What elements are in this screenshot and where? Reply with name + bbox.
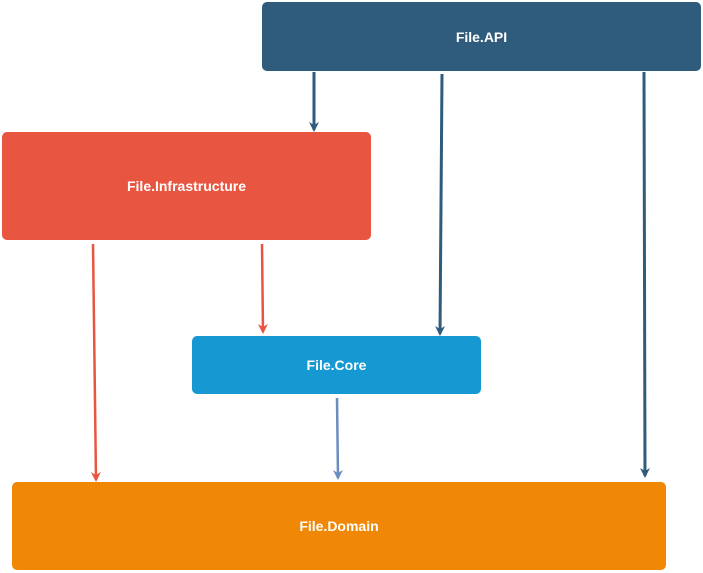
node-file-api-label: File.API xyxy=(455,28,508,45)
edge-infrastructure-to-core xyxy=(257,243,268,334)
node-file-infrastructure-label: File.Infrastructure xyxy=(126,178,247,194)
node-file-core-label: File.Core xyxy=(306,357,367,373)
edge-infrastructure-to-domain xyxy=(90,243,101,482)
node-file-domain[interactable]: File.Domain xyxy=(12,482,666,570)
edge-api-to-domain xyxy=(639,71,650,478)
node-file-domain-label: File.Domain xyxy=(299,518,379,534)
node-file-core[interactable]: File.Core xyxy=(192,336,481,394)
edge-core-to-domain xyxy=(332,397,343,480)
node-file-api[interactable]: File.API xyxy=(262,2,701,71)
edge-api-to-core xyxy=(435,73,446,336)
node-file-infrastructure[interactable]: File.Infrastructure xyxy=(2,132,371,240)
